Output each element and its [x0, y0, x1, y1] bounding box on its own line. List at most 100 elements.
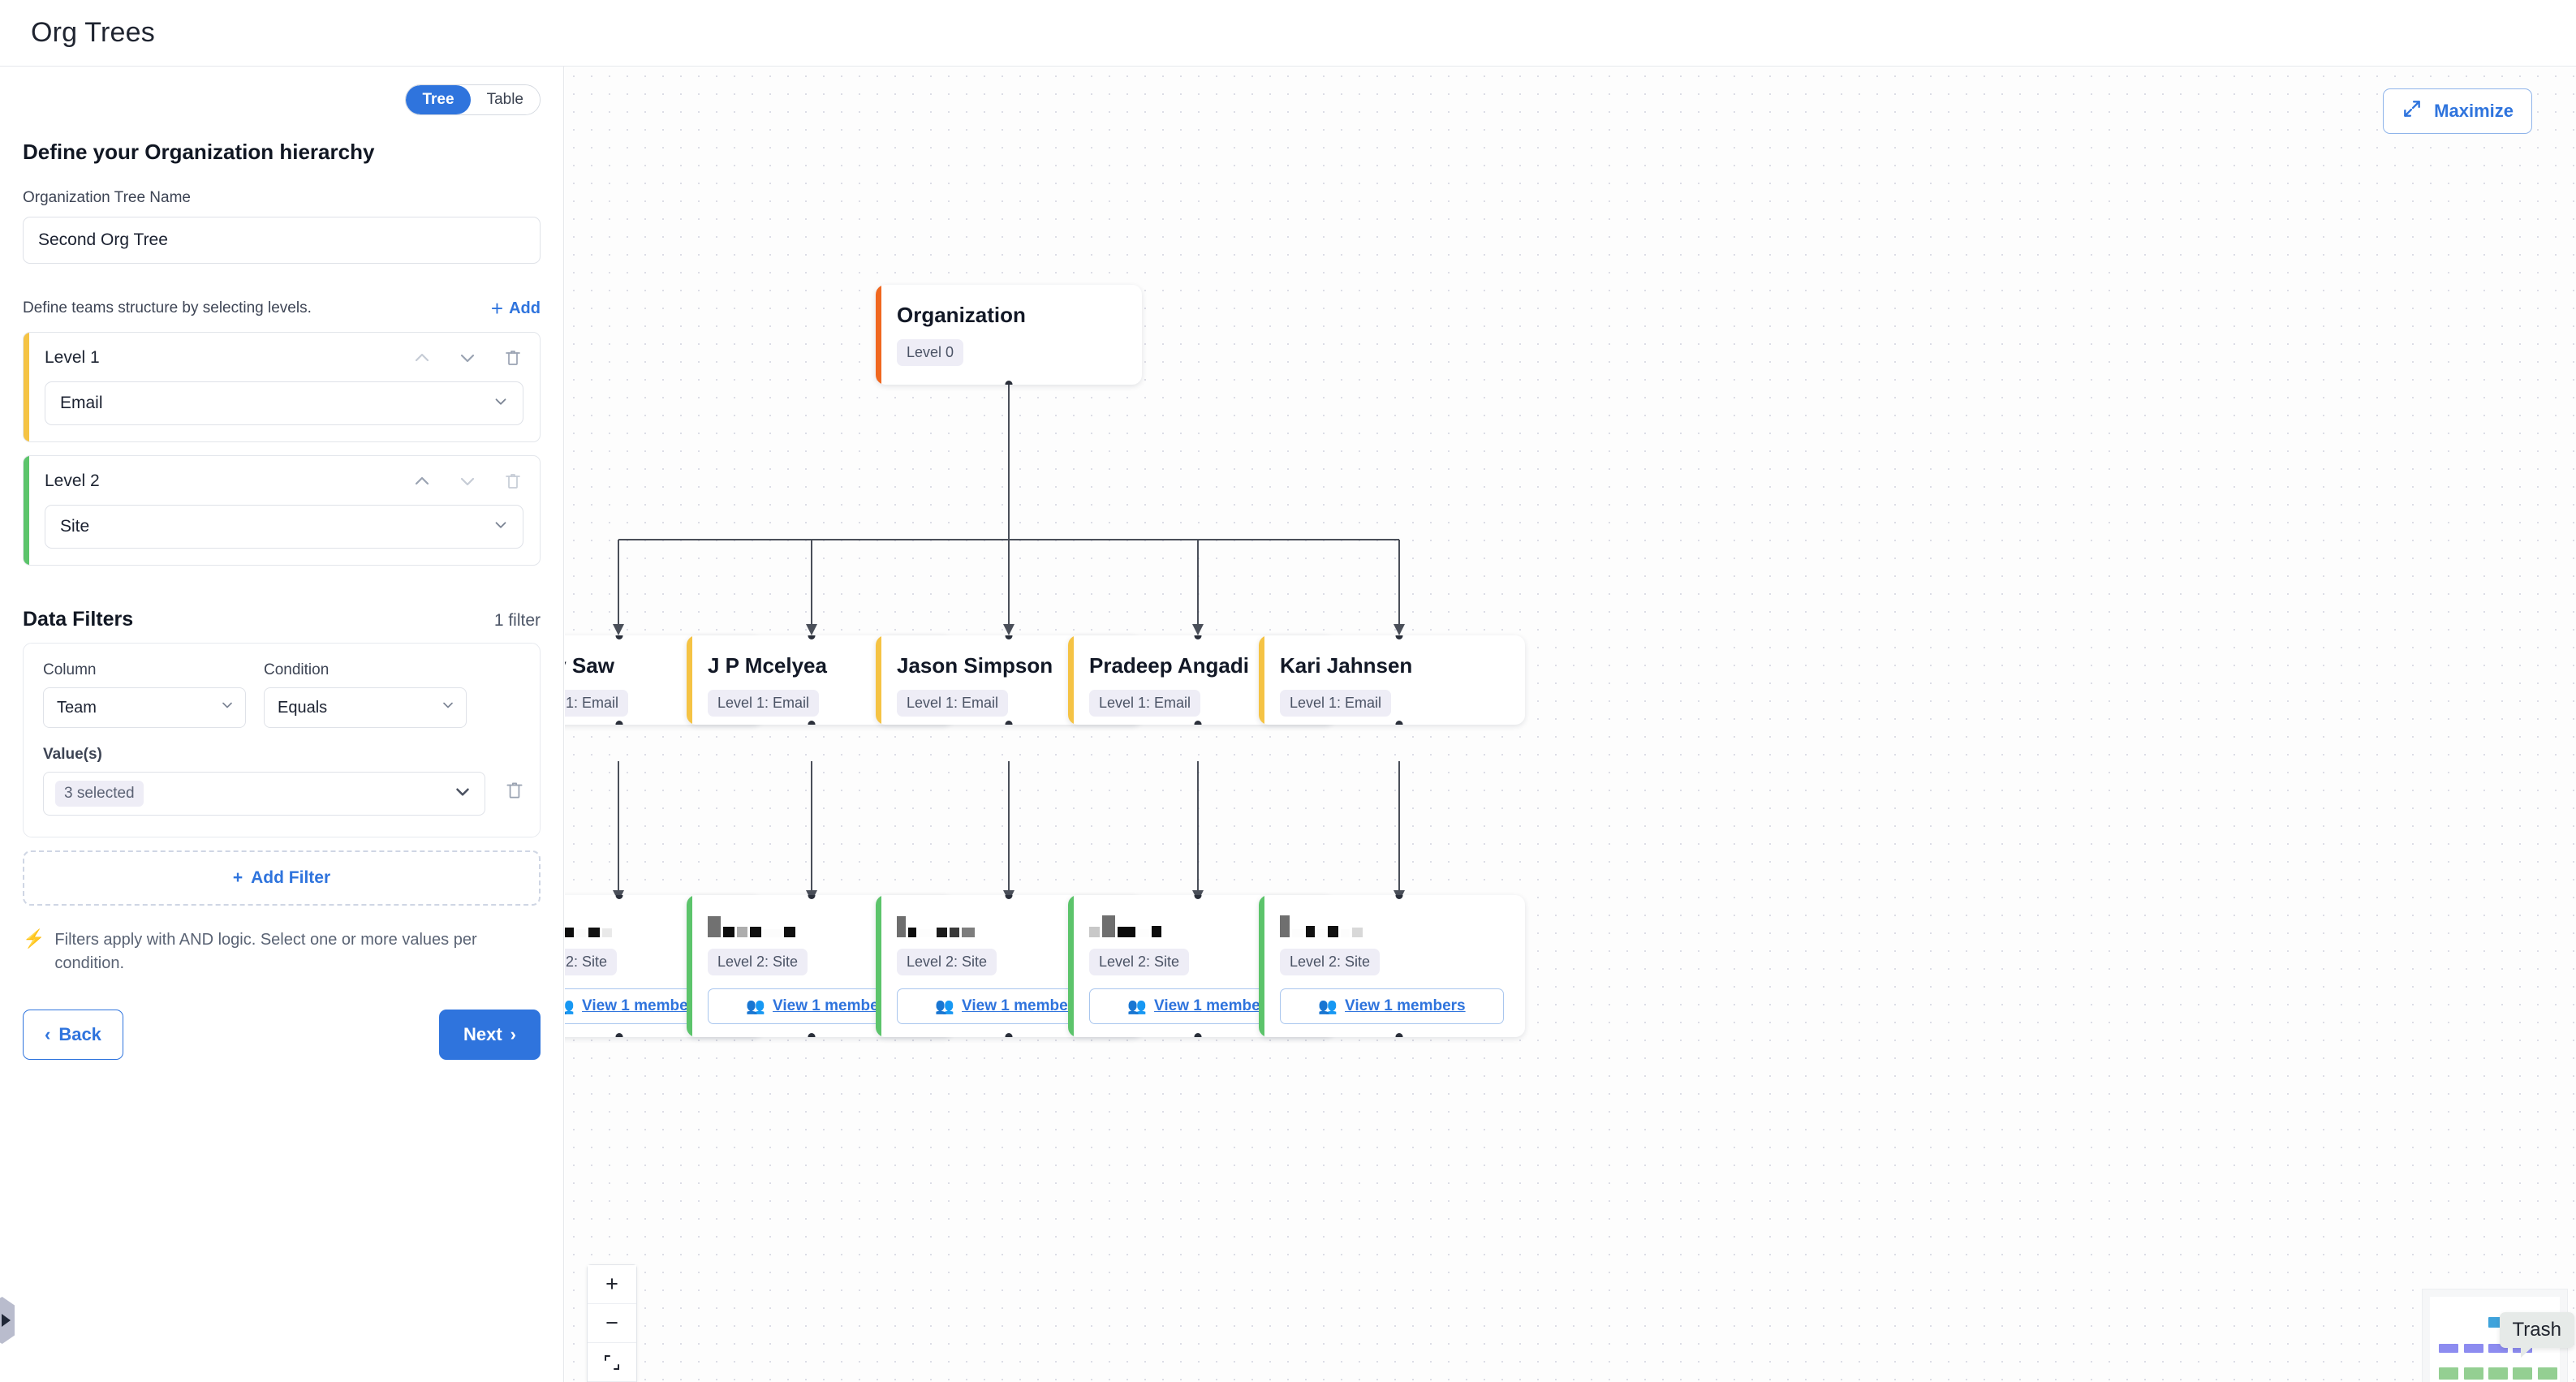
next-label: Next — [463, 1024, 502, 1044]
node-port-top — [1005, 635, 1013, 639]
section-title: Define your Organization hierarchy — [23, 140, 375, 164]
node-port-top — [1395, 635, 1403, 639]
filter-column-select[interactable]: Team — [43, 687, 246, 728]
view-toggle[interactable]: Tree Table — [405, 84, 541, 115]
node-port-bottom — [808, 1033, 816, 1037]
minimap-node-level2 — [2537, 1367, 2557, 1380]
add-filter-label: Add Filter — [251, 868, 331, 887]
node-title: Judy Saw — [565, 653, 614, 678]
minimap-node-level1 — [2488, 1343, 2508, 1354]
level-1-select[interactable]: Email — [45, 381, 523, 425]
node-port-top — [808, 895, 816, 899]
members-icon: 👥 — [746, 998, 766, 1015]
add-filter-button[interactable]: + Add Filter — [23, 850, 541, 906]
node-title-redacted — [897, 913, 1121, 937]
zoom-out-button[interactable]: − — [588, 1304, 636, 1343]
zoom-controls[interactable]: + − — [587, 1264, 637, 1382]
chevron-down-icon — [440, 697, 456, 718]
level-stripe — [24, 456, 29, 565]
tab-table[interactable]: Table — [470, 85, 540, 114]
filters-hint: ⚡ Filters apply with AND logic. Select o… — [23, 928, 510, 975]
node-level-badge: Level 2: Site — [708, 949, 808, 975]
node-port-bottom — [615, 1033, 623, 1037]
org-node-level2[interactable]: Level 2: Site 👥 View 1 members — [1259, 895, 1525, 1037]
node-port-top — [1005, 895, 1013, 899]
chevron-right-icon: › — [510, 1024, 516, 1044]
node-accent — [1259, 635, 1264, 725]
add-level-button[interactable]: + Add — [491, 298, 541, 319]
node-title: Kari Jahnsen — [1280, 653, 1413, 678]
column-label: Column — [43, 661, 97, 678]
node-accent — [876, 635, 881, 725]
level-2-select[interactable]: Site — [45, 505, 523, 549]
node-port-bottom — [1194, 1033, 1202, 1037]
lightning-icon: ⚡ — [23, 928, 45, 949]
filter-values-select[interactable]: 3 selected — [43, 772, 485, 816]
node-accent — [876, 285, 881, 385]
minimap-node-level1 — [2439, 1343, 2459, 1354]
node-level-badge: Level 2: Site — [1280, 949, 1381, 975]
delete-filter-icon[interactable] — [504, 780, 525, 805]
org-node-level1[interactable]: Kari Jahnsen Level 1: Email — [1259, 635, 1525, 725]
node-port-bottom — [615, 721, 623, 725]
node-level-badge: Level 1: Email — [1089, 690, 1201, 717]
members-icon: 👥 — [935, 998, 955, 1015]
maximize-button[interactable]: Maximize — [2383, 88, 2532, 134]
maximize-label: Maximize — [2434, 101, 2514, 121]
filters-hint-text: Filters apply with AND logic. Select one… — [54, 931, 477, 972]
node-port-bottom — [1005, 381, 1013, 385]
delete-level-icon[interactable] — [502, 471, 523, 492]
tab-tree[interactable]: Tree — [406, 85, 471, 114]
filter-row: Column Team Condition Equals — [23, 643, 541, 837]
node-title: Pradeep Angadi — [1089, 653, 1249, 678]
members-icon: 👥 — [1318, 998, 1338, 1015]
view-members-button[interactable]: 👥 View 1 members — [1280, 988, 1504, 1024]
top-bar: Org Trees — [0, 0, 2576, 67]
node-port-bottom — [1005, 721, 1013, 725]
node-accent — [1068, 895, 1074, 1037]
node-accent — [876, 895, 881, 1037]
level-card-2: Level 2 Site — [23, 455, 541, 566]
next-button[interactable]: Next › — [438, 1010, 541, 1060]
back-button[interactable]: ‹ Back — [23, 1010, 123, 1060]
node-level-badge: Level 2: Site — [1089, 949, 1190, 975]
chevron-down-icon — [492, 393, 510, 415]
minimap-node-level2 — [2439, 1367, 2459, 1380]
org-node-root[interactable]: Organization Level 0 — [876, 285, 1142, 385]
move-down-icon[interactable] — [457, 471, 478, 492]
plus-icon: + — [232, 868, 243, 887]
node-port-top — [808, 635, 816, 639]
node-level-badge: Level 2: Site — [897, 949, 997, 975]
expand-panel-handle[interactable] — [0, 1297, 15, 1344]
node-title: Organization — [897, 303, 1026, 327]
node-level-badge: Level 1: Email — [708, 690, 820, 717]
node-level-badge: Level 1: Email — [565, 690, 629, 717]
node-title-redacted — [565, 913, 741, 937]
node-port-bottom — [1194, 721, 1202, 725]
trash-tooltip: Trash — [2499, 1312, 2574, 1358]
node-port-top — [615, 635, 623, 639]
selected-values-chip: 3 selected — [55, 781, 144, 807]
move-down-icon[interactable] — [457, 347, 478, 368]
filter-condition-select[interactable]: Equals — [264, 687, 467, 728]
minimap-node-level2 — [2463, 1367, 2483, 1380]
view-members-label: View 1 members — [773, 997, 894, 1014]
level-2-value: Site — [60, 517, 90, 536]
move-up-icon[interactable] — [411, 347, 433, 368]
node-port-bottom — [808, 721, 816, 725]
node-port-top — [1194, 635, 1202, 639]
minimap-node-level1 — [2463, 1343, 2483, 1354]
view-toggle-row: Tree Table — [23, 67, 541, 115]
level-stripe — [24, 333, 29, 441]
org-tree-canvas[interactable]: Maximize — [565, 67, 2576, 1382]
wizard-nav: ‹ Back Next › — [23, 1010, 541, 1060]
filter-count: 1 filter — [493, 611, 541, 630]
delete-level-icon[interactable] — [502, 347, 523, 368]
move-up-icon[interactable] — [411, 471, 433, 492]
node-port-bottom — [1395, 1033, 1403, 1037]
zoom-in-button[interactable]: + — [588, 1265, 636, 1304]
level-name: Level 2 — [45, 471, 100, 490]
tree-name-input[interactable] — [23, 217, 541, 264]
node-port-bottom — [1395, 721, 1403, 725]
fit-view-button[interactable] — [588, 1343, 636, 1382]
